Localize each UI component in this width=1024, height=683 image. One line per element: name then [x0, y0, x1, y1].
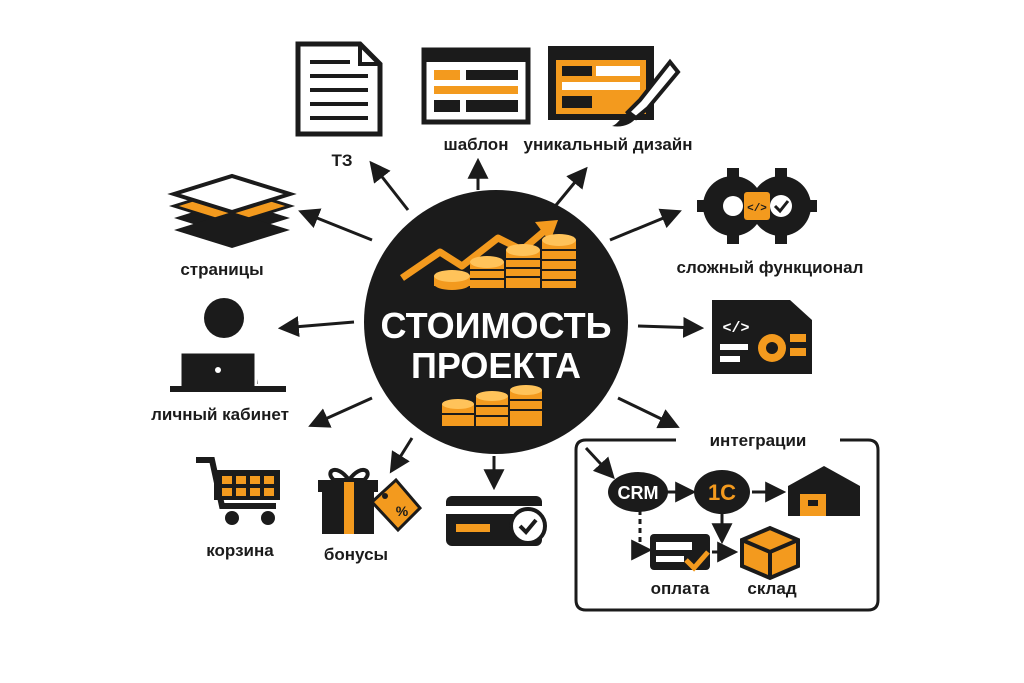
- coin-stacks-bottom-icon: [442, 385, 542, 426]
- svg-text:</>: </>: [747, 203, 767, 215]
- crm-node: CRM: [608, 472, 668, 512]
- node-account: личный кабинет: [151, 298, 289, 424]
- crm-label: CRM: [618, 483, 659, 503]
- node-tz: ТЗ: [295, 41, 383, 170]
- label-template: шаблон: [444, 135, 509, 154]
- user-laptop-icon: [170, 298, 286, 392]
- label-complex-functional: сложный функционал: [677, 258, 864, 277]
- integrations-title: интеграции: [710, 431, 807, 450]
- payment-card-icon: [650, 534, 710, 572]
- center-title-line1: СТОИМОСТЬ: [380, 305, 611, 346]
- label-unique-design: уникальный дизайн: [524, 135, 693, 154]
- node-unique-design: уникальный дизайн: [524, 46, 693, 154]
- layers-icon: [167, 173, 297, 248]
- arrow-to-functional: [609, 208, 682, 242]
- arrow-to-integrations: [617, 396, 680, 429]
- center-title-line2: ПРОЕКТА: [411, 345, 581, 386]
- browser-template-icon: [421, 47, 531, 125]
- gift-percent-icon: %: [318, 467, 423, 534]
- box-icon: [740, 525, 800, 581]
- label-pages: страницы: [180, 260, 263, 279]
- design-brush-icon: [548, 46, 681, 127]
- code-gear-icon: </>: [712, 300, 812, 374]
- node-code-settings: </>: [712, 300, 812, 374]
- arrow-to-design: [550, 166, 588, 211]
- label-cart: корзина: [206, 541, 274, 560]
- onec-node: 1С: [694, 470, 750, 514]
- node-template: шаблон: [421, 47, 531, 154]
- radial-arrows: [277, 157, 705, 491]
- coin-stacks-icon: [434, 234, 576, 290]
- arrow-to-code: [637, 316, 705, 338]
- node-pages: страницы: [167, 173, 297, 279]
- label-warehouse: склад: [747, 579, 796, 598]
- gears-icon: </>: [697, 168, 817, 244]
- svg-text:%: %: [396, 503, 409, 519]
- integrations-panel: интеграции CRM 1С: [574, 431, 880, 612]
- node-bonuses: % бонусы: [318, 467, 423, 564]
- center-node: СТОИМОСТЬ ПРОЕКТА: [364, 190, 628, 454]
- arrow-to-bonuses: [389, 437, 414, 474]
- arrow-to-account: [277, 316, 355, 338]
- card-check-icon: [446, 496, 547, 546]
- shopping-cart-icon: [196, 457, 280, 525]
- arrow-to-cabinet-label: [308, 396, 373, 428]
- node-cart: корзина: [196, 457, 280, 560]
- label-tz: ТЗ: [331, 151, 352, 170]
- node-payment-card: [446, 496, 547, 546]
- warehouse-icon: [788, 466, 860, 516]
- arrow-to-tz: [369, 160, 410, 211]
- arrow-to-pages: [298, 208, 373, 242]
- label-payment: оплата: [651, 579, 710, 598]
- label-account: личный кабинет: [151, 405, 289, 424]
- document-icon: [295, 41, 383, 137]
- label-bonuses: бонусы: [324, 545, 388, 564]
- svg-text:</>: </>: [722, 320, 749, 337]
- node-complex-functional: </> сложный функционал: [677, 168, 864, 277]
- onec-label: 1С: [708, 480, 736, 505]
